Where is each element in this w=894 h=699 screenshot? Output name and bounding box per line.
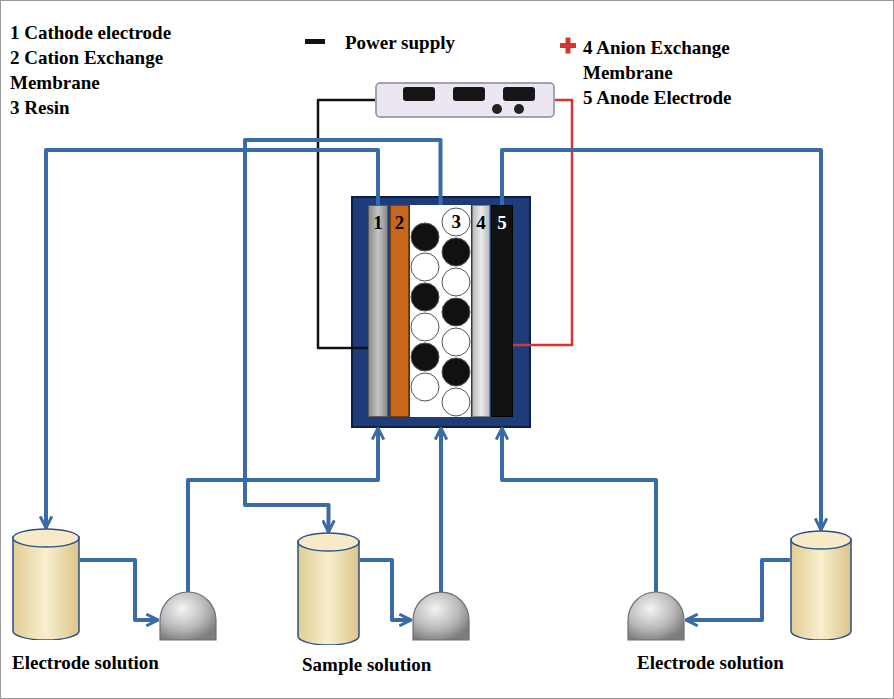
control-knob [514, 104, 524, 114]
resin-bead [411, 283, 439, 311]
component-label: Electrode solution [12, 650, 159, 675]
power-wire [513, 100, 572, 345]
power-supply-case [376, 83, 554, 117]
resin-bead [411, 373, 439, 401]
resin-bead [411, 313, 439, 341]
resin-beads [411, 208, 470, 416]
callout-number: 4 [473, 206, 489, 235]
cation-exchange-membrane: 2 [390, 205, 409, 417]
resin-bead [442, 328, 470, 356]
tank-top [298, 533, 359, 551]
electrode-solution-tank: Electrode solution [12, 528, 80, 640]
resin-bead [411, 223, 439, 251]
resin-bead [442, 358, 470, 386]
plus-bar [566, 38, 571, 54]
connectors [46, 100, 821, 532]
anion-exchange-membrane: 4 [472, 205, 490, 417]
tank-top [13, 529, 79, 547]
tank-outline [12, 528, 80, 640]
resin-bead [442, 238, 470, 266]
callout-number: 1 [369, 206, 387, 235]
pump-symbol [413, 592, 469, 640]
resin-bead [442, 268, 470, 296]
tank-top [791, 531, 851, 549]
feed-tube [80, 560, 158, 620]
part-key: 1 Cathode electrode [10, 20, 240, 45]
tank-body [13, 537, 79, 640]
callout-number: 5 [492, 206, 512, 235]
tank-outline [790, 530, 852, 640]
callout-number: 3 [410, 205, 471, 234]
resin-bead [442, 298, 470, 326]
resin-bead [411, 343, 439, 371]
resin-compartment: 3 [410, 205, 471, 417]
control-knob [492, 104, 502, 114]
cell-housing [352, 197, 530, 427]
feed-tube [439, 428, 443, 592]
plus-sign [560, 38, 576, 54]
resin-bead [411, 253, 439, 281]
power-supply: Power supply [375, 82, 555, 118]
tank-body [791, 539, 851, 640]
part-key: 4 Anion Exchange Membrane [583, 35, 783, 85]
return-tube [245, 140, 441, 532]
minus-sign [305, 39, 325, 44]
display-button [403, 87, 435, 101]
cathode-electrode: 1 [368, 205, 388, 417]
part-key: 3 Resin [10, 95, 210, 120]
resin-chamber [410, 205, 471, 417]
tank-outline [297, 532, 360, 645]
component-label: Power supply [345, 30, 455, 55]
feed-tubes [80, 428, 790, 620]
display-button [453, 87, 485, 101]
power-wire [318, 100, 375, 348]
return-tube [502, 150, 821, 530]
pump-symbol [160, 592, 216, 640]
feed-tube [360, 560, 411, 620]
anode-electrode: 5 [491, 205, 513, 417]
component-label: Sample solution [302, 652, 431, 677]
part-key: 5 Anode Electrode [583, 85, 823, 110]
part-key: 2 Cation Exchange Membrane [10, 45, 210, 95]
electrode-solution-tank: Electrode solution [790, 530, 852, 640]
feed-tube [502, 428, 656, 592]
sample-solution-tank: Sample solution [297, 532, 360, 645]
component-label: Electrode solution [637, 650, 784, 675]
return-tube [46, 150, 378, 528]
tank-body [298, 541, 359, 645]
display-button [503, 87, 535, 101]
feed-tube [686, 560, 790, 620]
callout-number: 2 [391, 206, 408, 235]
resin-bead [442, 388, 470, 416]
pump-symbol [628, 592, 684, 640]
pumps [160, 592, 684, 640]
power-supply-body [375, 82, 555, 118]
